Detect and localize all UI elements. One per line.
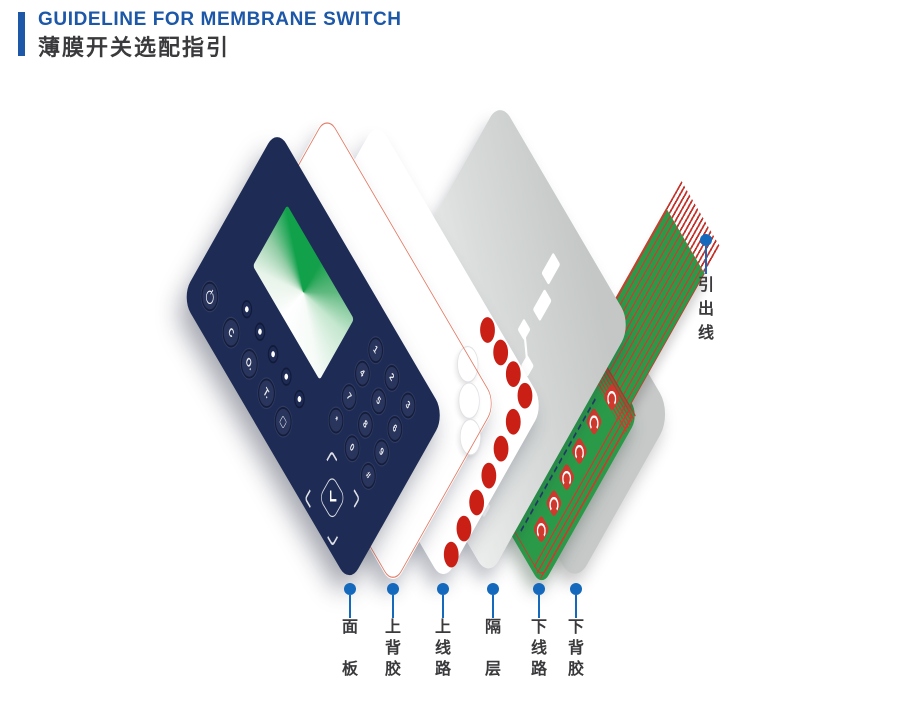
page-title-en: GUIDELINE FOR MEMBRANE SWITCH bbox=[38, 9, 402, 30]
key-6: 6 bbox=[384, 409, 406, 447]
label-char: 背 bbox=[567, 640, 584, 657]
callout-line-upper-circuit bbox=[441, 595, 445, 618]
contact-pad bbox=[532, 513, 550, 544]
callout-dot-lower-adhesive bbox=[570, 583, 582, 595]
key-2: 2 bbox=[381, 358, 403, 396]
layer-label-lower-circuit: 下线路 bbox=[528, 620, 550, 678]
indicator-led bbox=[266, 340, 281, 366]
label-char: 线 bbox=[530, 640, 547, 657]
spacer-vent-hole bbox=[541, 252, 561, 286]
callout-line-lead-wire bbox=[704, 246, 708, 274]
label-char: 面 bbox=[341, 619, 358, 636]
callout-dot-upper-adhesive bbox=[387, 583, 399, 595]
key-*: * bbox=[325, 401, 347, 438]
label-char: 隔 bbox=[484, 619, 501, 636]
key-1: 1 bbox=[365, 331, 387, 368]
panel-nav-cluster bbox=[304, 450, 361, 548]
label-char: 板 bbox=[341, 661, 358, 678]
contact-dot bbox=[478, 456, 500, 493]
nav-bracket bbox=[327, 528, 339, 548]
key-9: 9 bbox=[371, 433, 393, 470]
function-key-3: T. bbox=[254, 372, 279, 415]
label-char: 层 bbox=[484, 661, 501, 678]
power-icon bbox=[204, 286, 216, 306]
header-accent-bar bbox=[18, 12, 25, 56]
key-4: 4 bbox=[351, 354, 373, 391]
nav-bracket bbox=[304, 489, 316, 509]
label-char: 出 bbox=[697, 301, 714, 318]
spacer-vent-hole bbox=[532, 288, 552, 322]
key-7: 7 bbox=[338, 378, 360, 415]
layer-label-upper-adhesive: 上背胶 bbox=[382, 620, 404, 678]
callout-line-upper-adhesive bbox=[391, 595, 395, 618]
indicator-led bbox=[252, 318, 267, 344]
callout-line-panel bbox=[348, 595, 352, 618]
callout-dot-lower-circuit bbox=[533, 583, 545, 595]
layer-label-upper-circuit: 上线路 bbox=[432, 620, 454, 678]
key-3: 3 bbox=[397, 386, 419, 423]
key-8: 8 bbox=[354, 405, 376, 443]
indicator-led bbox=[292, 385, 307, 411]
callout-line-lower-circuit bbox=[537, 595, 541, 618]
label-char: 胶 bbox=[567, 661, 584, 678]
label-char: 背 bbox=[384, 640, 401, 657]
label-char: 线 bbox=[434, 640, 451, 657]
lead-wire-label: 引出线 bbox=[695, 278, 717, 342]
label-char: 线 bbox=[697, 325, 714, 342]
contact-dot bbox=[502, 402, 524, 440]
label-char: 上 bbox=[434, 619, 451, 636]
page-title-zh: 薄膜开关选配指引 bbox=[38, 35, 231, 60]
key-#: # bbox=[357, 456, 379, 494]
key-0: 0 bbox=[341, 429, 363, 466]
label-char: 路 bbox=[530, 661, 547, 678]
layer-label-panel: 面板 bbox=[339, 620, 361, 678]
callout-line-spacer bbox=[491, 595, 495, 618]
label-char: 下 bbox=[567, 619, 584, 636]
label-char: 引 bbox=[697, 277, 714, 294]
nav-bracket bbox=[349, 488, 361, 509]
callout-line-lower-adhesive bbox=[574, 595, 578, 618]
function-key-1: C bbox=[219, 311, 244, 354]
contact-pad bbox=[570, 435, 588, 465]
nav-bracket bbox=[326, 450, 338, 470]
key-5: 5 bbox=[368, 382, 390, 419]
label-char: 胶 bbox=[384, 661, 401, 678]
layer-label-lower-adhesive: 下背胶 bbox=[565, 620, 587, 678]
contact-pad bbox=[558, 461, 576, 491]
function-key-4: ▢ bbox=[271, 400, 296, 443]
contact-dot bbox=[440, 535, 462, 572]
callout-dot-lead-wire bbox=[700, 234, 712, 246]
callout-dot-panel bbox=[344, 583, 356, 595]
callout-dot-upper-circuit bbox=[437, 583, 449, 595]
power-key bbox=[197, 275, 222, 318]
chevron-down-icon bbox=[329, 490, 337, 502]
layer-label-spacer: 隔层 bbox=[482, 620, 504, 678]
contact-pad bbox=[545, 487, 563, 518]
callout-dot-spacer bbox=[487, 583, 499, 595]
label-char: 上 bbox=[384, 619, 401, 636]
indicator-led bbox=[239, 295, 254, 321]
contact-dot bbox=[490, 429, 512, 466]
function-key-2: O. bbox=[237, 343, 262, 385]
spacer-cutout-chain bbox=[459, 100, 632, 528]
spacer-cutout bbox=[517, 318, 531, 341]
indicator-led bbox=[279, 363, 294, 389]
label-char: 下 bbox=[530, 619, 547, 636]
label-char: 路 bbox=[434, 661, 451, 678]
nav-ok-key bbox=[318, 474, 346, 522]
